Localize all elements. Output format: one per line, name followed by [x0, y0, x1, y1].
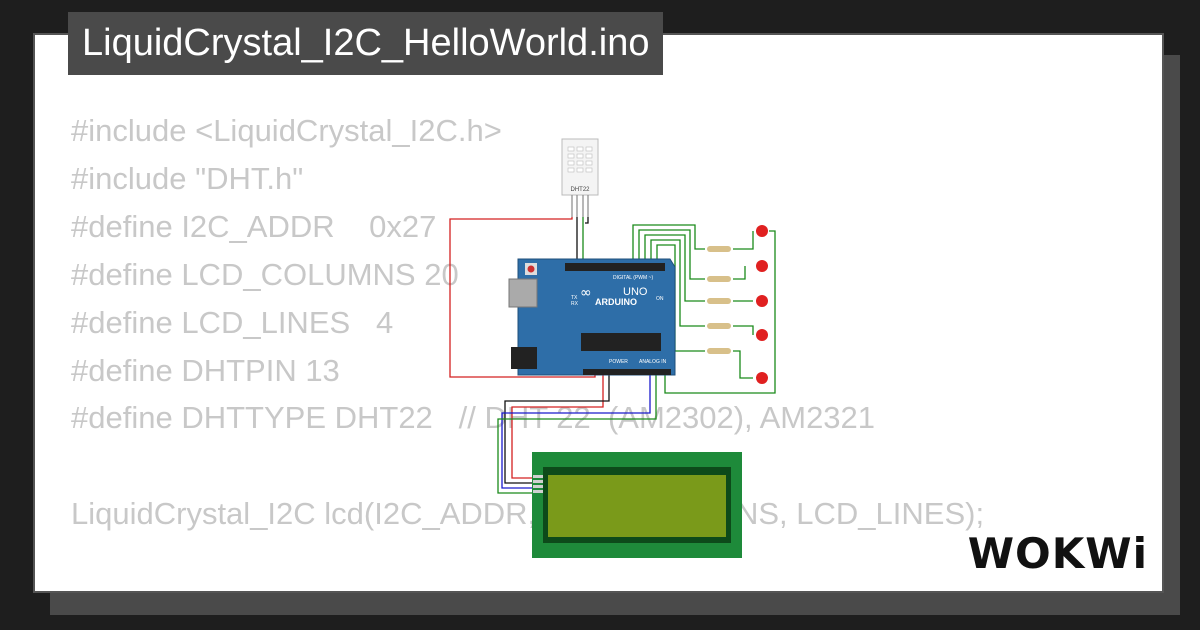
page-title: LiquidCrystal_I2C_HelloWorld.ino: [68, 12, 664, 75]
preview-card: #include <LiquidCrystal_I2C.h> #include "…: [33, 33, 1164, 593]
lcd-module: [532, 452, 742, 558]
board-model: UNO: [623, 286, 648, 298]
on-label: ON: [656, 296, 664, 302]
usb-port: [508, 278, 538, 308]
reset-button: [527, 265, 535, 273]
code-line: #define DHTTYPE DHT22 // DHT 22 (AM2302)…: [71, 400, 876, 436]
code-preview: #include <LiquidCrystal_I2C.h> #include "…: [71, 107, 984, 538]
wokwi-logo: WOKWi: [967, 529, 1148, 578]
arduino-board: DIGITAL (PWM ~) ARDUINO UNO ∞ ON TX RX P…: [508, 258, 676, 376]
code-line: #define LCD_LINES 4: [71, 304, 394, 340]
arduino-infinity-icon: ∞: [580, 285, 592, 301]
rx-label: RX: [571, 301, 579, 307]
wires: [449, 217, 776, 494]
power-label: POWER: [609, 359, 628, 365]
code-line: #define DHTPIN 13: [71, 352, 340, 388]
analog-label: ANALOG IN: [639, 359, 667, 365]
code-line: #include <LiquidCrystal_I2C.h>: [71, 113, 502, 148]
code-line: #include "DHT.h": [71, 160, 304, 196]
code-line: #define LCD_COLUMNS 20: [71, 256, 459, 292]
resistors: [707, 246, 731, 354]
circuit-diagram: DHT22: [449, 138, 776, 558]
board-brand: ARDUINO: [595, 297, 637, 307]
digital-label: DIGITAL (PWM ~): [613, 275, 653, 281]
dht22-sensor: DHT22: [561, 138, 599, 217]
sensor-label: DHT22: [570, 187, 590, 193]
tx-label: TX: [571, 295, 578, 301]
leds: [756, 225, 768, 384]
code-line: #define I2C_ADDR 0x27: [71, 208, 437, 244]
